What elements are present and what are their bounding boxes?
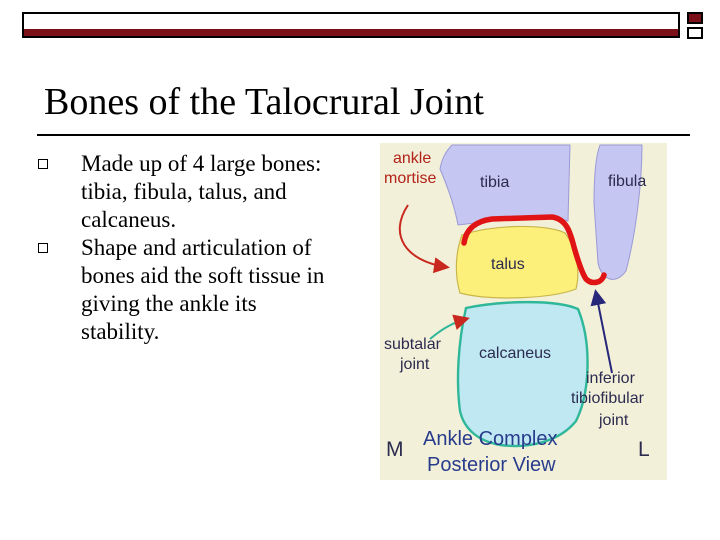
- tibiofibular-arrow: [590, 289, 613, 374]
- mortise-arrow: [398, 204, 450, 274]
- label-tibiofibular: tibiofibular: [571, 390, 645, 407]
- bullet-text: Made up of 4 large bones: tibia, fibula,…: [81, 151, 322, 232]
- label-tibia: tibia: [480, 174, 509, 191]
- ankle-diagram: ankle mortise tibia fibula talus subtala…: [380, 143, 667, 480]
- label-calcaneus: calcaneus: [479, 345, 551, 362]
- label-medial: M: [386, 438, 404, 461]
- label-subtalar-joint: joint: [399, 356, 430, 373]
- label-fibula: fibula: [608, 173, 646, 190]
- ankle-mortise-curve: [461, 214, 607, 286]
- header-accent-stripe: [24, 29, 678, 36]
- header-bar: [22, 12, 680, 38]
- label-talus: talus: [491, 256, 525, 273]
- corner-square-filled: [687, 12, 703, 24]
- bullet-item: Made up of 4 large bones: tibia, fibula,…: [38, 150, 338, 234]
- slide-title: Bones of the Talocrural Joint: [44, 81, 484, 123]
- subtalar-arrow: [429, 314, 470, 340]
- label-mortise: mortise: [384, 170, 437, 187]
- talus-shape: [455, 225, 579, 299]
- caption-line-2: Posterior View: [427, 454, 556, 476]
- bullet-item: Shape and articulation of bones aid the …: [38, 234, 338, 346]
- corner-square-empty: [687, 27, 703, 39]
- label-tibiofibular-joint: joint: [598, 412, 629, 429]
- label-inferior: inferior: [586, 370, 636, 387]
- hollow-square-bullet-icon: [38, 159, 48, 169]
- label-subtalar: subtalar: [384, 336, 442, 353]
- fibula-shape: [593, 144, 643, 280]
- bullet-list: Made up of 4 large bones: tibia, fibula,…: [38, 150, 338, 346]
- label-ankle: ankle: [393, 150, 431, 167]
- caption-line-1: Ankle Complex: [423, 428, 558, 450]
- calcaneus-shape: [456, 300, 589, 448]
- ankle-diagram-svg: ankle mortise tibia fibula talus subtala…: [380, 143, 667, 480]
- bullet-text: Shape and articulation of bones aid the …: [81, 235, 325, 344]
- label-lateral: L: [638, 438, 650, 461]
- title-divider: [37, 134, 690, 136]
- hollow-square-bullet-icon: [38, 243, 48, 253]
